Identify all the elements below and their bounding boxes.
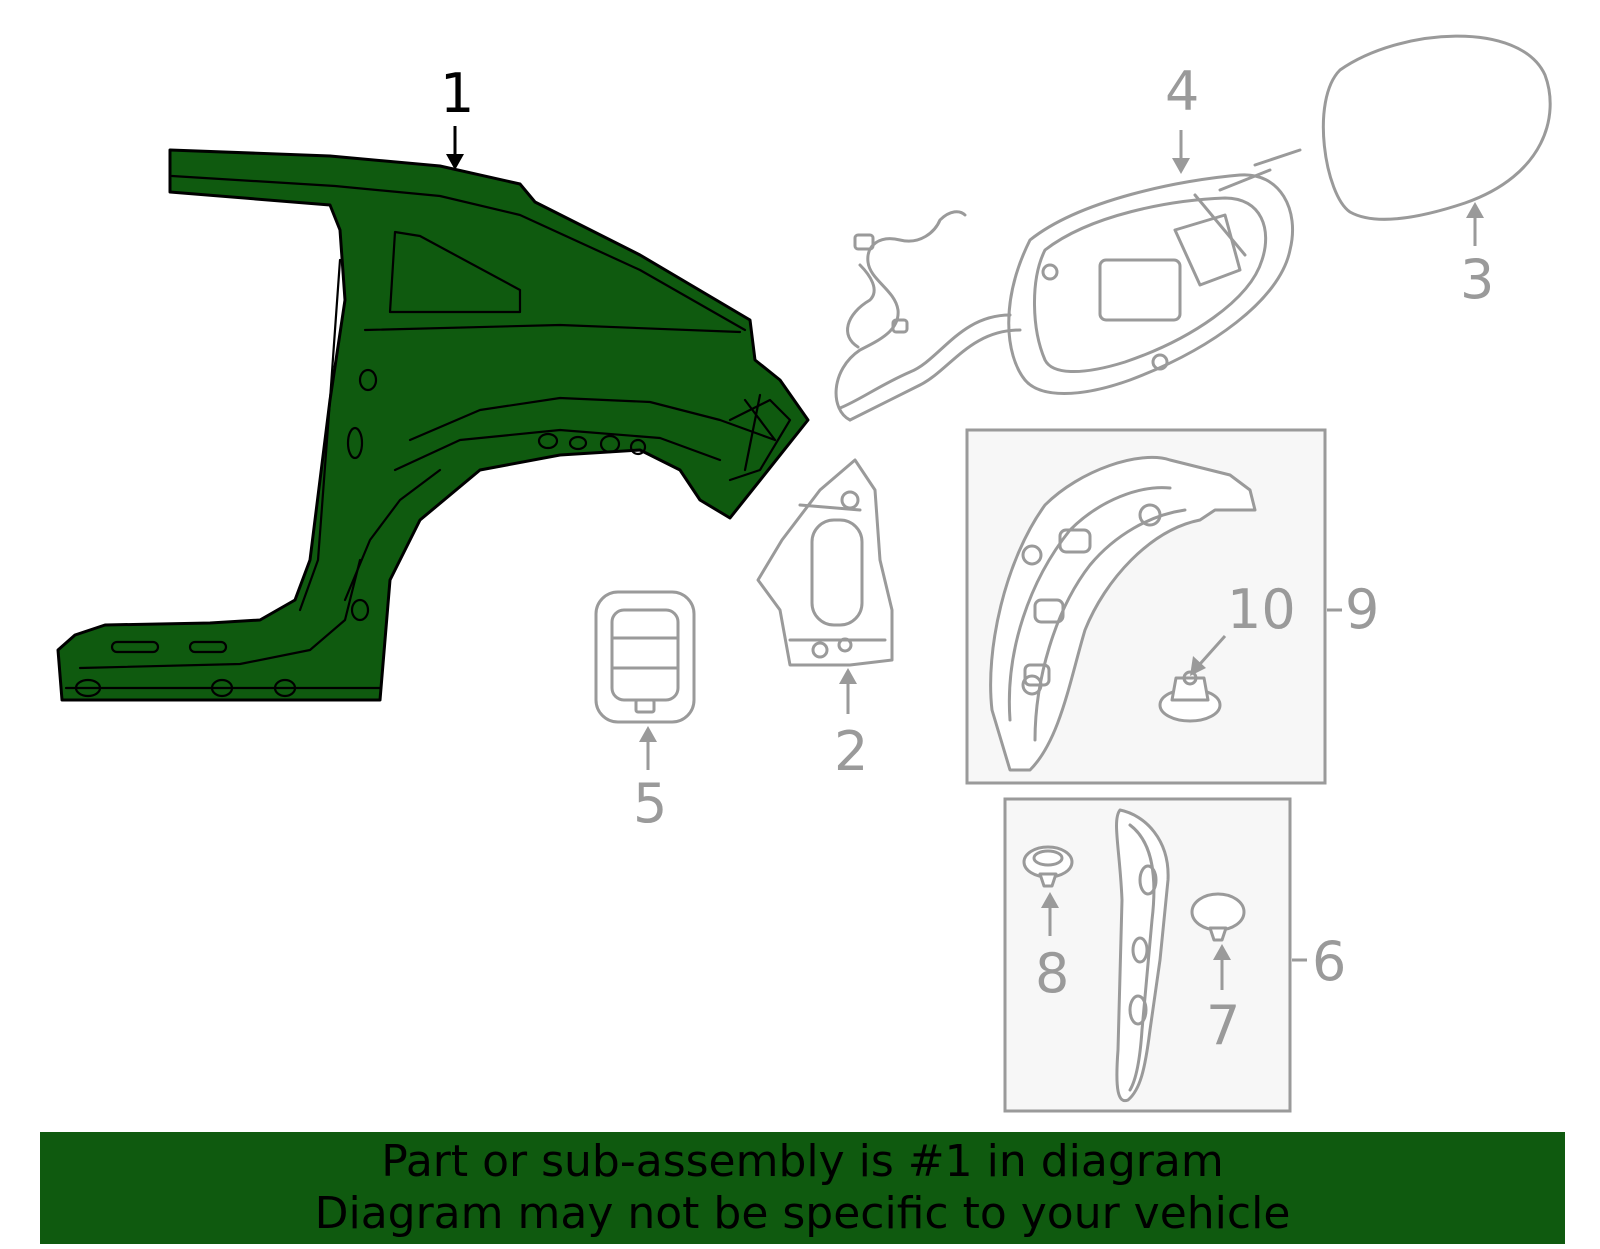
- part-6-trim-strip[interactable]: [1115, 808, 1170, 1103]
- callout-1[interactable]: 1: [440, 62, 474, 125]
- callout-8[interactable]: 8: [1035, 942, 1069, 1005]
- callout-3[interactable]: 3: [1460, 248, 1494, 311]
- arrow-10: [1190, 635, 1227, 676]
- part-10-clip[interactable]: [1158, 670, 1222, 723]
- arrow-1: [446, 126, 464, 170]
- arrow-8: [1041, 892, 1059, 936]
- callout-10[interactable]: 10: [1227, 578, 1296, 641]
- callout-4[interactable]: 4: [1165, 60, 1199, 123]
- callout-2[interactable]: 2: [834, 720, 868, 783]
- arrow-4: [1172, 130, 1190, 174]
- part-7-grommet[interactable]: [1190, 892, 1246, 942]
- banner-line-1: Part or sub-assembly is #1 in diagram: [381, 1136, 1224, 1187]
- arrow-5: [639, 726, 657, 770]
- part-9-wheelhouse-liner[interactable]: [989, 455, 1257, 772]
- banner-line-2: Diagram may not be specific to your vehi…: [314, 1188, 1291, 1239]
- callout-7[interactable]: 7: [1206, 994, 1240, 1057]
- part-3-fuel-door[interactable]: [1321, 34, 1552, 221]
- part-4-filler-housing[interactable]: [834, 148, 1302, 422]
- part-5-frame[interactable]: [594, 590, 696, 724]
- part-8-push-pin[interactable]: [1022, 845, 1074, 888]
- arrow-7: [1213, 944, 1231, 990]
- callout-6[interactable]: 6: [1312, 930, 1346, 993]
- part-1-quarter-panel[interactable]: [56, 148, 810, 702]
- arrow-2: [839, 668, 857, 714]
- info-banner: Part or sub-assembly is #1 in diagram Di…: [40, 1132, 1565, 1244]
- callout-9[interactable]: 9: [1345, 578, 1379, 641]
- part-2-bracket[interactable]: [756, 458, 894, 667]
- arrow-3: [1466, 202, 1484, 246]
- callout-5[interactable]: 5: [633, 772, 667, 835]
